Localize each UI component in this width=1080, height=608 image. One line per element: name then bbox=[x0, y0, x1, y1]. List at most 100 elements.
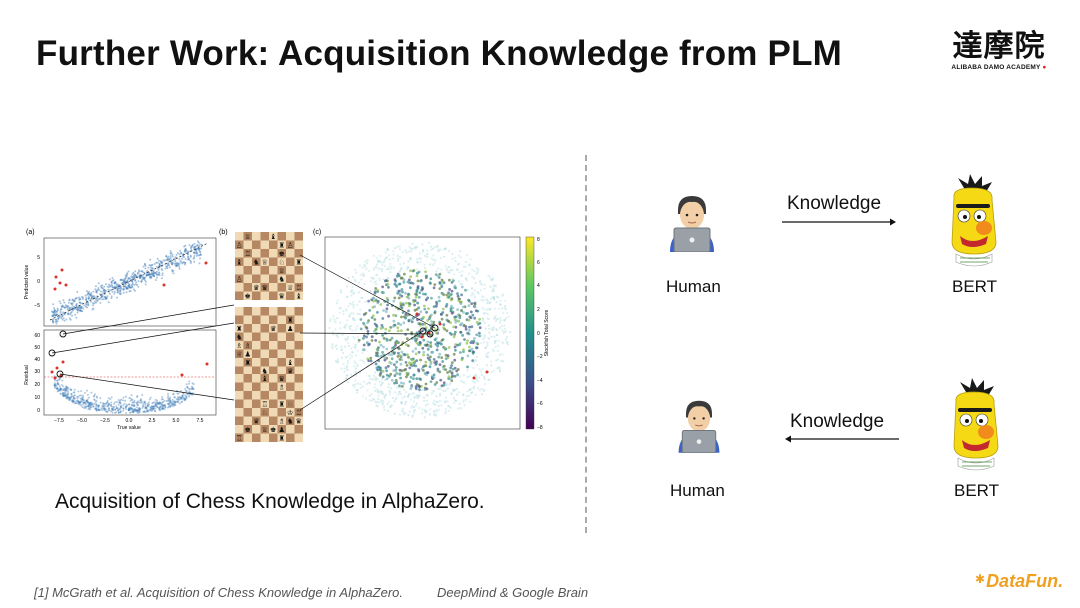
embedding-point bbox=[423, 399, 426, 402]
embedding-point bbox=[448, 288, 451, 291]
embedding-point bbox=[402, 412, 406, 415]
embedding-point bbox=[349, 357, 352, 360]
scatter-point bbox=[102, 290, 105, 293]
embedding-point bbox=[421, 292, 425, 296]
embedding-point bbox=[477, 292, 480, 295]
embedding-point bbox=[486, 355, 489, 358]
scatter-point bbox=[113, 281, 116, 284]
embedding-point bbox=[450, 391, 453, 394]
scatter-point bbox=[114, 281, 116, 283]
embedding-point bbox=[398, 413, 401, 416]
residual-point bbox=[168, 403, 170, 406]
scatter-point bbox=[128, 284, 130, 287]
scatter-point bbox=[129, 277, 132, 280]
colorbar-tick: −8 bbox=[537, 425, 543, 431]
scatter-point bbox=[142, 276, 145, 279]
residual-point bbox=[168, 402, 171, 405]
embedding-point bbox=[407, 292, 410, 296]
embedding-point bbox=[387, 285, 390, 289]
embedding-point bbox=[478, 389, 481, 392]
embedding-point bbox=[386, 409, 389, 412]
residual-point bbox=[70, 389, 72, 392]
scatter-point bbox=[117, 284, 120, 287]
residual-point bbox=[185, 389, 187, 392]
scatter-point bbox=[90, 295, 93, 298]
residual-point bbox=[72, 400, 75, 403]
residual-point bbox=[154, 398, 157, 401]
embedding-point bbox=[447, 387, 450, 390]
scatter-point bbox=[194, 252, 197, 255]
embedding-point bbox=[498, 369, 502, 372]
residual-point bbox=[159, 405, 162, 408]
embedding-point bbox=[498, 326, 501, 330]
embedding-point bbox=[469, 310, 473, 314]
scatter-point bbox=[119, 290, 122, 293]
residual-point bbox=[154, 404, 157, 407]
residual-point bbox=[107, 403, 110, 405]
embedding-point bbox=[418, 252, 422, 255]
embedding-point bbox=[406, 373, 409, 377]
embedding-point bbox=[350, 373, 353, 376]
residual-point bbox=[69, 397, 72, 400]
residual-point bbox=[59, 387, 62, 390]
embedding-point bbox=[382, 345, 385, 349]
embedding-point bbox=[476, 380, 480, 383]
scatter-point bbox=[119, 289, 122, 292]
embedding-point bbox=[482, 375, 486, 378]
scatter-point bbox=[155, 261, 158, 264]
top-edge-label: Knowledge bbox=[787, 193, 882, 214]
scatter-point bbox=[130, 284, 133, 287]
embedding-point bbox=[458, 271, 461, 274]
scatter-point bbox=[69, 318, 72, 321]
residual-point bbox=[116, 409, 119, 412]
residual-point bbox=[65, 394, 67, 397]
scatter-point bbox=[152, 270, 155, 273]
scatter-point bbox=[152, 275, 155, 278]
residual-point bbox=[92, 405, 95, 408]
chess-piece: ♘ bbox=[287, 399, 293, 408]
embedding-point bbox=[478, 317, 481, 321]
embedding-point bbox=[474, 309, 478, 313]
embedding-point bbox=[467, 318, 471, 322]
residual-point bbox=[119, 401, 122, 404]
residual-point bbox=[87, 401, 90, 404]
scatter-point bbox=[113, 285, 116, 288]
embedding-point bbox=[398, 347, 401, 351]
residual-point bbox=[151, 406, 154, 409]
scatter-point bbox=[156, 267, 159, 270]
board-square bbox=[269, 291, 278, 300]
embedding-point bbox=[470, 347, 474, 351]
scatter-point bbox=[79, 309, 82, 312]
embedding-point bbox=[437, 404, 440, 407]
scatter-point bbox=[191, 244, 194, 247]
embedding-point bbox=[429, 341, 433, 344]
board-square bbox=[243, 425, 252, 434]
embedding-point bbox=[453, 345, 457, 349]
residual-point bbox=[129, 411, 132, 414]
residual-point bbox=[79, 400, 82, 403]
scatter-point bbox=[59, 310, 62, 312]
board-square bbox=[235, 366, 244, 375]
scatter-point bbox=[173, 257, 176, 260]
scatter-point bbox=[68, 298, 71, 301]
residual-point bbox=[143, 410, 146, 413]
residual-point bbox=[76, 397, 79, 400]
scatter-point bbox=[92, 296, 95, 299]
bottom-ytick: 20 bbox=[34, 382, 40, 388]
residual-point bbox=[80, 394, 82, 397]
scatter-point bbox=[158, 263, 161, 266]
embedding-point bbox=[450, 297, 454, 301]
scatter-point bbox=[170, 263, 173, 266]
scatter-point bbox=[101, 292, 104, 295]
chess-piece: ♜ bbox=[279, 240, 285, 249]
embedding-point bbox=[366, 262, 369, 265]
embedding-point bbox=[379, 343, 383, 347]
scatter-point bbox=[56, 310, 59, 313]
residual-point bbox=[167, 403, 170, 406]
embedding-point bbox=[450, 361, 454, 364]
residual-point bbox=[156, 406, 158, 408]
board-square bbox=[286, 416, 295, 425]
embedding-point bbox=[387, 385, 390, 389]
scatter-point bbox=[193, 242, 196, 245]
embedding-point bbox=[371, 305, 375, 309]
